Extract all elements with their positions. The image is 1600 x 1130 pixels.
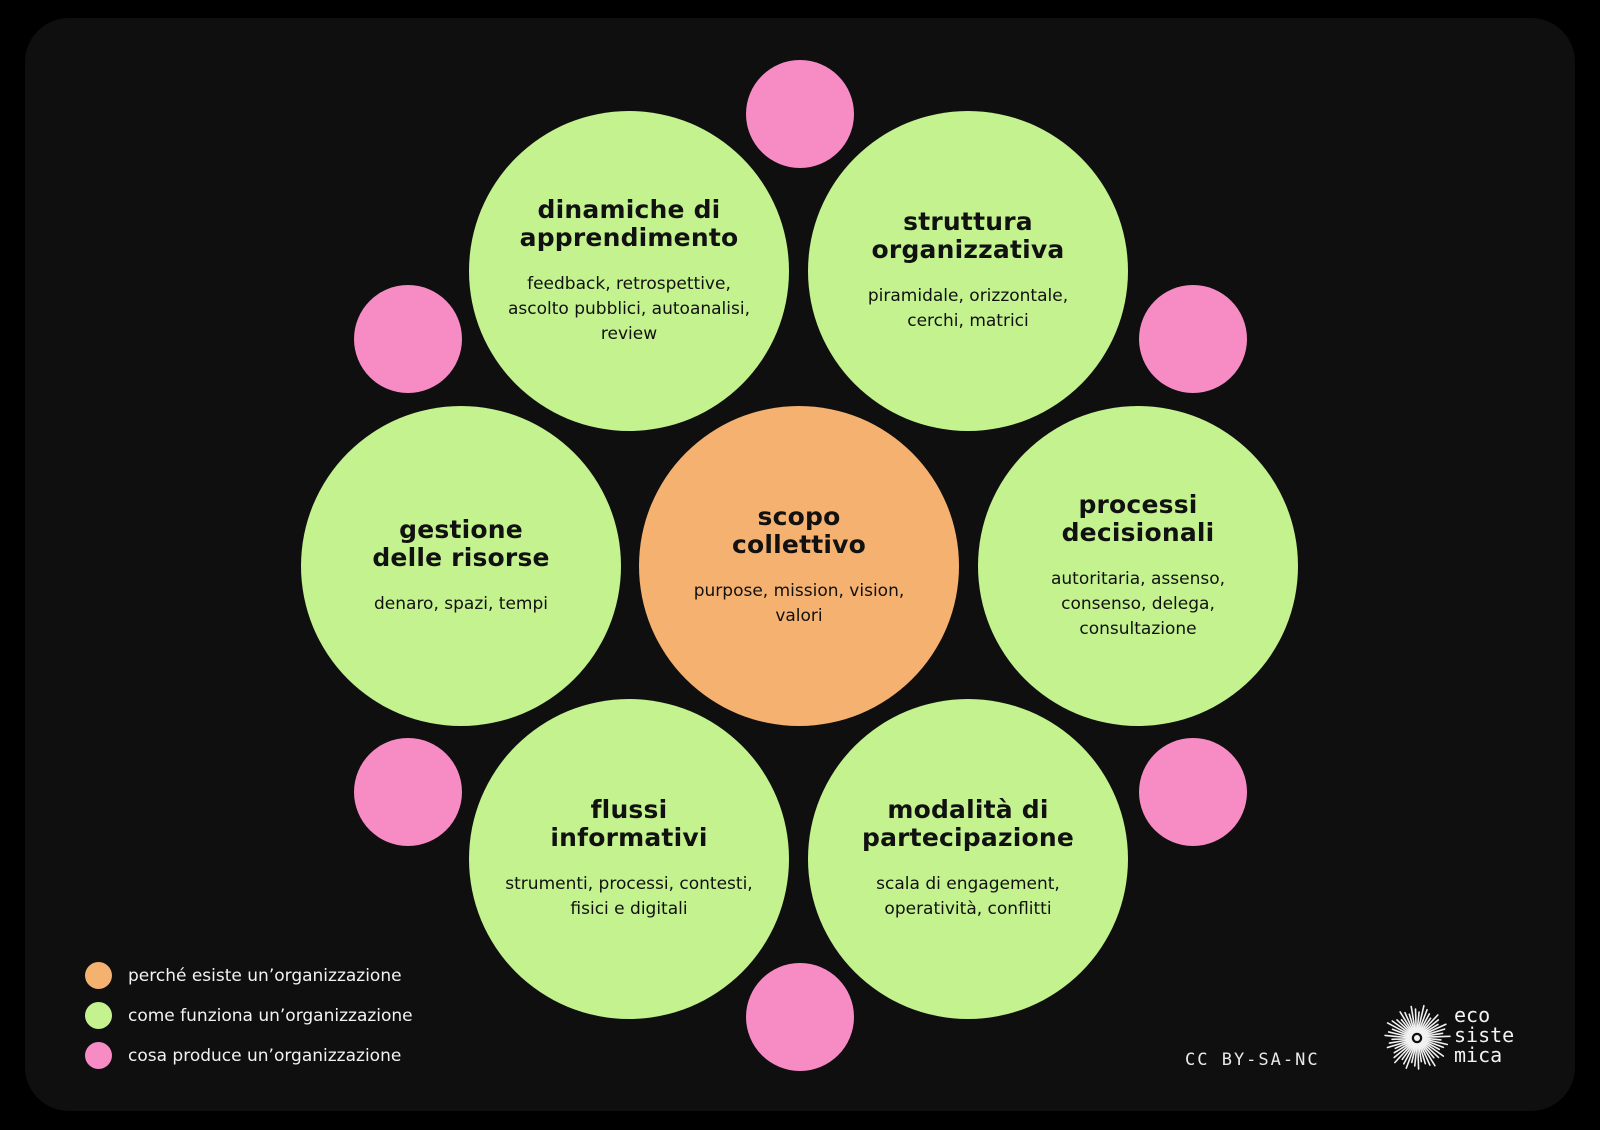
legend-label: cosa produce un’organizzazione xyxy=(128,1045,402,1066)
node-flussi-informativi: flussi informativi strumenti, processi, … xyxy=(469,699,789,1019)
output-circle-upper-left xyxy=(354,285,462,393)
starburst-ray xyxy=(1418,1042,1427,1065)
logo-line: mica xyxy=(1454,1043,1503,1067)
node-title: modalità di partecipazione xyxy=(861,795,1074,852)
starburst-ray xyxy=(1421,1038,1445,1049)
node-description: autoritaria, assenso, consenso, delega, … xyxy=(1050,568,1226,639)
node-scopo-collettivo: scopo collettivo purpose, mission, visio… xyxy=(639,406,959,726)
starburst-ray xyxy=(1421,1039,1441,1051)
node-modalita-partecipazione: modalità di partecipazione scala di enga… xyxy=(808,699,1128,1019)
starburst-ray xyxy=(1414,1008,1418,1033)
starburst-ray xyxy=(1416,1011,1420,1033)
starburst-ray xyxy=(1404,1011,1415,1034)
legend-label: come funziona un’organizzazione xyxy=(128,1005,413,1026)
starburst-ray xyxy=(1410,1043,1418,1064)
legend-swatch xyxy=(85,962,112,989)
node-description: purpose, mission, vision, valori xyxy=(693,581,905,626)
node-title: dinamiche di apprendimento xyxy=(519,194,739,252)
node-struttura-organizzativa: struttura organizzativa piramidale, oriz… xyxy=(808,111,1128,431)
starburst-ray xyxy=(1394,1040,1413,1050)
starburst-ray xyxy=(1420,1041,1435,1059)
node-description: piramidale, orizzontale, cerchi, matrici xyxy=(867,286,1069,331)
starburst-ray xyxy=(1405,1042,1417,1069)
starburst-ray xyxy=(1391,1020,1413,1036)
starburst-ray xyxy=(1386,1022,1413,1037)
license-text: CC BY-SA-NC xyxy=(1185,1050,1320,1070)
starburst-ray xyxy=(1408,1013,1416,1034)
legend-swatch xyxy=(85,1042,112,1069)
starburst-ray xyxy=(1393,1040,1414,1054)
starburst-ray xyxy=(1418,1013,1431,1034)
starburst-ray xyxy=(1422,1037,1449,1046)
starburst-ray xyxy=(1416,1004,1425,1033)
output-circle-lower-left xyxy=(354,738,462,846)
legend-swatch xyxy=(85,1002,112,1029)
starburst-ray xyxy=(1421,1028,1446,1037)
starburst-ray xyxy=(1417,1042,1423,1063)
legend-item: come funziona un’organizzazione xyxy=(85,1002,413,1029)
starburst-ray xyxy=(1394,1041,1415,1064)
starburst-ray xyxy=(1399,1011,1415,1035)
node-processi-decisionali: processi decisionali autoritaria, assens… xyxy=(978,406,1298,726)
starburst-ray xyxy=(1384,1034,1412,1039)
starburst-ray xyxy=(1421,1032,1444,1038)
legend-label: perché esiste un’organizzazione xyxy=(128,965,402,986)
node-gestione-risorse: gestione delle risorse denaro, spazi, te… xyxy=(301,406,621,726)
starburst-ray xyxy=(1421,1040,1445,1057)
node-description: denaro, spazi, tempi xyxy=(374,593,548,614)
node-description: strumenti, processi, contesti, fisici e … xyxy=(505,874,753,919)
starburst-ray xyxy=(1419,1014,1439,1035)
starburst-ray xyxy=(1421,1023,1447,1036)
starburst-ray xyxy=(1416,1043,1420,1070)
starburst-ray xyxy=(1400,1018,1414,1035)
starburst-ray xyxy=(1388,1038,1413,1044)
node-title: gestione delle risorse xyxy=(372,514,550,572)
starburst-ray xyxy=(1393,1041,1414,1059)
node-title: processi decisionali xyxy=(1061,489,1215,547)
starburst-ray xyxy=(1420,1023,1439,1036)
starburst-ray xyxy=(1387,1031,1412,1039)
starburst-ray xyxy=(1402,1042,1416,1065)
logo-line: eco xyxy=(1454,1003,1491,1027)
starburst-ray xyxy=(1391,1028,1413,1038)
starburst-ray xyxy=(1420,1019,1440,1035)
starburst-ray xyxy=(1396,1019,1414,1036)
starburst-ray xyxy=(1419,1042,1431,1066)
starburst-ray xyxy=(1419,1041,1436,1067)
legend-item: perché esiste un’organizzazione xyxy=(85,962,413,989)
starburst-ray xyxy=(1419,1017,1432,1034)
node-title: scopo collettivo xyxy=(731,502,867,559)
output-circle-lower-right xyxy=(1139,738,1247,846)
starburst-ray xyxy=(1410,1005,1417,1034)
logo-line: siste xyxy=(1454,1023,1515,1047)
ecosistemica-logo: eco siste mica xyxy=(1382,1003,1514,1073)
logo-wordmark: eco siste mica xyxy=(1454,1005,1514,1065)
starburst-ray xyxy=(1413,1043,1418,1067)
node-description: scala di engagement, operatività, confli… xyxy=(876,874,1060,919)
starburst-ray xyxy=(1417,1008,1428,1034)
node-dinamiche-apprendimento: dinamiche di apprendimento feedback, ret… xyxy=(469,111,789,431)
starburst-ray xyxy=(1401,1042,1415,1061)
legend: perché esiste un’organizzazione come fun… xyxy=(85,962,413,1069)
starburst-ray xyxy=(1386,1039,1413,1049)
starburst-ray xyxy=(1420,1040,1440,1059)
output-circle-bottom xyxy=(746,963,854,1071)
starburst-ray xyxy=(1422,1037,1442,1041)
output-circle-upper-right xyxy=(1139,285,1247,393)
legend-item: cosa produce un’organizzazione xyxy=(85,1042,413,1069)
node-title: flussi informativi xyxy=(550,795,708,852)
node-description: feedback, retrospettive, ascolto pubblic… xyxy=(508,273,750,344)
starburst-icon xyxy=(1384,1004,1451,1070)
output-circle-top xyxy=(746,60,854,168)
node-title: struttura organizzativa xyxy=(871,207,1065,264)
starburst-ray xyxy=(1422,1035,1451,1039)
